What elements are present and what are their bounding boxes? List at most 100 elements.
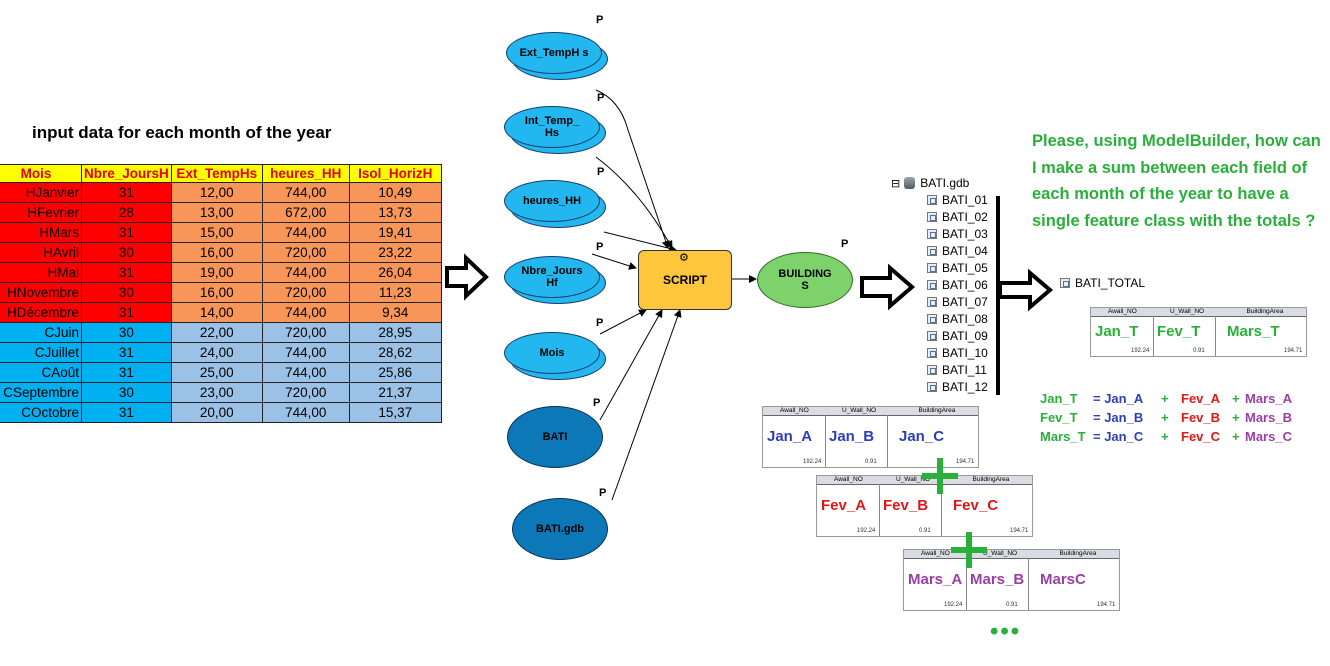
column-divider [1028,558,1029,610]
input-ext-temphs[interactable]: Ext_TempH s [506,32,602,74]
output-label: BUILDING S [778,268,832,292]
input-heures-hh[interactable]: heures_HH [504,180,600,222]
column-divider [825,415,826,467]
formula-term: + [1161,391,1169,406]
field-value-label: Fev_B [883,497,929,514]
bati-total-label: BATI_TOTAL [1075,276,1146,290]
formula-term: = Jan_C [1093,429,1144,444]
table-cell: 720,00 [261,282,350,303]
formula-term: + [1232,391,1240,406]
column-header: Awall_NO [1108,308,1137,315]
feature-class-item[interactable]: BATI_01 [927,193,988,207]
feature-class-item[interactable]: BATI_06 [927,278,988,292]
formula-term: + [1161,429,1169,444]
field-value-label: Fev_C [953,497,999,514]
input-int-temp-hs[interactable]: Int_Temp_ Hs [504,106,600,148]
gdb-name: BATI.gdb [920,176,970,190]
feature-class-item[interactable]: BATI_05 [927,261,988,275]
input-label: heures_HH [522,195,582,207]
table-cell: 13,00 [170,202,263,223]
table-cell: 28,62 [348,342,442,363]
feature-class-label: BATI_05 [942,261,988,275]
parameter-marker: P [597,166,605,178]
feature-class-label: BATI_06 [942,278,988,292]
feature-class-icon [927,348,937,358]
arrow-gdb-to-total [998,268,1054,312]
gdb-root[interactable]: ⊟ BATI.gdb [891,176,969,190]
parameter-marker: P [596,14,604,26]
table-cell: 744,00 [261,262,350,283]
table-cell: COctobre [0,402,82,423]
formula-term: Fev_C [1181,429,1221,444]
field-value-label: Jan_T [1095,323,1139,340]
question-text: Please, using ModelBuilder, how can I ma… [1032,132,1321,230]
plus-sign [951,532,987,568]
table-header-strip [904,550,1119,559]
bati-total-item[interactable]: BATI_TOTAL [1060,276,1145,290]
column-header: U_Wall_NO [896,476,931,483]
table-cell: 30 [81,242,172,263]
cell-value: 0.91 [1006,602,1018,608]
feature-class-icon [927,280,937,290]
feature-class-item[interactable]: BATI_07 [927,295,988,309]
table-cell: 31 [81,302,172,323]
table-cell: 16,00 [170,282,263,303]
column-header: BuildingArea [1059,550,1097,557]
input-bati[interactable]: BATI [507,406,603,468]
script-label: SCRIPT [662,273,707,287]
collapse-icon[interactable]: ⊟ [891,177,901,190]
field-value-label: MarsC [1040,571,1086,588]
feature-class-item[interactable]: BATI_03 [927,227,988,241]
parameter-marker: P [841,238,849,250]
formula-term: = Jan_B [1093,410,1144,425]
table-cell: HNovembre [0,282,82,303]
field-value-label: Mars_T [1227,323,1280,340]
cell-value: 192.24 [944,602,963,608]
feature-class-item[interactable]: BATI_02 [927,210,988,224]
feature-class-item[interactable]: BATI_10 [927,346,988,360]
feature-class-label: BATI_07 [942,295,988,309]
table-cell: 11,23 [348,282,442,303]
input-label: Ext_TempH s [519,47,589,59]
script-tool[interactable]: ⚙ SCRIPT [638,250,732,310]
input-label: Mois [539,347,565,359]
feature-class-item[interactable]: BATI_09 [927,329,988,343]
feature-class-item[interactable]: BATI_12 [927,380,988,394]
column-header: Awall_NO [921,550,950,557]
parameter-marker: P [596,241,604,253]
parameter-marker: P [597,92,605,104]
input-label: BATI [542,431,568,443]
feature-class-item[interactable]: BATI_04 [927,244,988,258]
column-header: Mois [0,164,82,183]
table-cell: 31 [81,262,172,283]
feature-class-label: BATI_08 [942,312,988,326]
output-buildings[interactable]: BUILDING S [757,252,853,308]
table-header-strip [1091,308,1306,317]
table-cell: 672,00 [261,202,350,223]
formula-term: = Jan_A [1093,391,1144,406]
arrow-buildings-to-gdb [860,263,916,311]
table-cell: 20,00 [170,402,263,423]
table-cell: 21,37 [348,382,442,403]
feature-class-label: BATI_02 [942,210,988,224]
column-header: BuildingArea [972,476,1010,483]
input-nbre-jours-hf[interactable]: Nbre_Jours Hf [504,256,600,298]
table-cell: 15,37 [348,402,442,423]
table-cell: 24,00 [170,342,263,363]
feature-class-item[interactable]: BATI_08 [927,312,988,326]
column-header: U_Wall_NO [983,550,1018,557]
table-cell: CJuin [0,322,82,343]
feature-class-item[interactable]: BATI_11 [927,363,987,377]
table-cell: HJanvier [0,182,82,203]
input-mois[interactable]: Mois [504,332,600,374]
script-icon: ⚙ [679,252,689,264]
input-bati-gdb[interactable]: BATI.gdb [512,498,608,560]
table-header-strip [763,407,978,416]
